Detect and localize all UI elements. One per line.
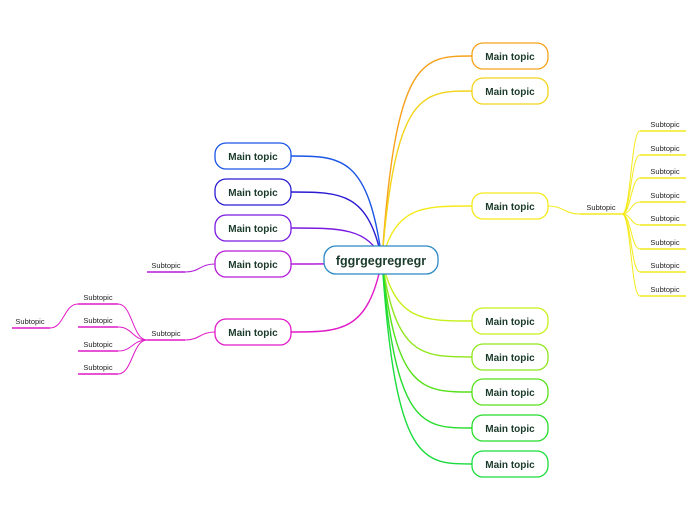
connector-line <box>381 259 473 322</box>
main-topic-node[interactable]: Main topic <box>471 378 549 406</box>
main-topic-label: Main topic <box>485 87 535 98</box>
subtopic-label[interactable]: Subtopic <box>83 340 112 349</box>
connector-line <box>381 259 473 393</box>
main-topic-label: Main topic <box>485 353 535 364</box>
connector-line <box>290 155 383 261</box>
main-topic-label: Main topic <box>228 224 278 235</box>
subtopic-label[interactable]: Subtopic <box>151 261 180 270</box>
main-topic-node[interactable]: Main topic <box>471 307 549 335</box>
subtopic-label[interactable]: Subtopic <box>650 144 679 153</box>
main-topic-node[interactable]: Main topic <box>214 250 292 278</box>
subtopic-label[interactable]: Subtopic <box>15 317 44 326</box>
subtopic-label[interactable]: Subtopic <box>83 363 112 372</box>
connector-line <box>621 130 641 215</box>
subtopic-label[interactable]: Subtopic <box>650 191 679 200</box>
main-topic-node[interactable]: Main topic <box>471 77 549 105</box>
subtopic-label[interactable]: Subtopic <box>650 285 679 294</box>
connector-line <box>184 331 216 341</box>
subtopic-label[interactable]: Subtopic <box>650 238 679 247</box>
subtopic-label[interactable]: Subtopic <box>650 261 679 270</box>
connector-line <box>621 154 641 215</box>
connector-lines <box>12 55 686 465</box>
main-topic-label: Main topic <box>485 52 535 63</box>
main-topic-node[interactable]: Main topic <box>471 42 549 70</box>
connector-line <box>621 213 641 273</box>
subtopic-label[interactable]: Subtopic <box>83 316 112 325</box>
connector-line <box>547 205 581 215</box>
main-topic-node[interactable]: Main topic <box>471 414 549 442</box>
main-topic-label: Main topic <box>485 424 535 435</box>
subtopic-label[interactable]: Subtopic <box>83 293 112 302</box>
connector-line <box>184 263 216 273</box>
subtopic-label[interactable]: Subtopic <box>650 214 679 223</box>
central-topic-label: fggrgegregregr <box>336 254 426 268</box>
main-topic-node[interactable]: Main topic <box>214 142 292 170</box>
subtopic-label[interactable]: Subtopic <box>151 329 180 338</box>
main-topic-node[interactable]: Main topic <box>471 450 549 478</box>
main-topic-label: Main topic <box>228 152 278 163</box>
connector-line <box>381 205 473 261</box>
main-topic-label: Main topic <box>228 188 278 199</box>
connector-line <box>621 201 641 215</box>
main-topic-node[interactable]: Main topic <box>214 214 292 242</box>
subtopic-label[interactable]: Subtopic <box>650 167 679 176</box>
connector-line <box>381 55 473 261</box>
connector-line <box>117 326 148 341</box>
main-topic-label: Main topic <box>485 388 535 399</box>
main-topic-node[interactable]: Main topic <box>214 318 292 346</box>
connector-line <box>290 259 383 333</box>
main-topic-label: Main topic <box>485 202 535 213</box>
connector-line <box>621 177 641 215</box>
main-topic-label: Main topic <box>485 317 535 328</box>
connector-line <box>117 339 148 375</box>
connector-line <box>290 191 383 261</box>
main-topic-node[interactable]: Main topic <box>471 192 549 220</box>
main-topic-node[interactable]: Main topic <box>471 343 549 371</box>
main-topic-label: Main topic <box>485 460 535 471</box>
connector-line <box>117 303 148 341</box>
connector-line <box>381 259 473 358</box>
central-topic[interactable]: fggrgegregregr <box>323 245 439 275</box>
main-topic-node[interactable]: Main topic <box>214 178 292 206</box>
subtopic-label[interactable]: Subtopic <box>650 120 679 129</box>
connector-line <box>381 259 473 465</box>
main-topic-label: Main topic <box>228 328 278 339</box>
connector-line <box>49 303 79 329</box>
connector-line <box>381 90 473 261</box>
connector-line <box>381 259 473 429</box>
subtopic-label[interactable]: Subtopic <box>586 203 615 212</box>
connector-line <box>621 213 641 297</box>
main-topic-label: Main topic <box>228 260 278 271</box>
